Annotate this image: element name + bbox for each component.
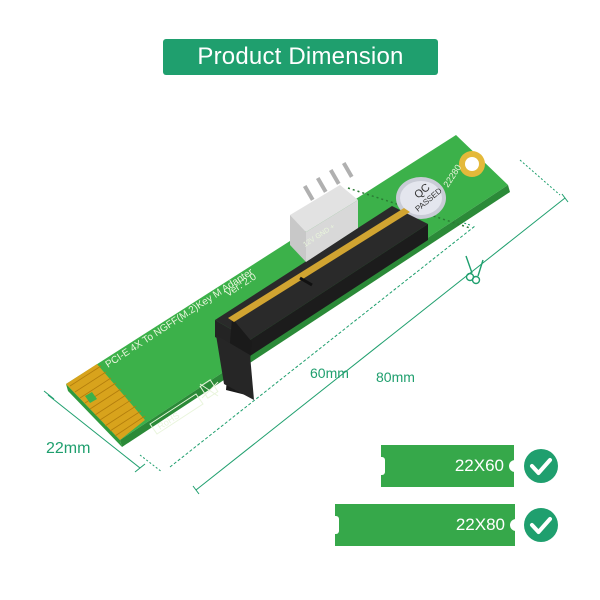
size-label: 22X60 [454,456,504,475]
size-card-22x80: 22X80 [333,504,518,546]
width-dimension-label: 22mm [46,440,91,457]
dim-line-80mm [195,197,566,491]
size-option-22x60: 22X60 [379,445,561,487]
scissors-icon [465,255,484,285]
size-card-22x60: 22X60 [379,445,517,487]
page-title: Product Dimension [163,39,438,75]
length-60-dimension-label: 60mm [310,365,349,381]
power-connector [290,162,358,262]
weee-bin-icon [199,379,219,399]
qc-sticker: QC PASSED [396,177,446,219]
size-option-22x80: 22X80 [333,504,561,546]
check-icon [524,449,558,483]
pcie-slot [215,206,428,400]
check-icon [524,508,558,542]
size-label: 22X80 [455,515,505,534]
length-80-dimension-label: 80mm [376,369,415,385]
dim-line-22mm [47,394,141,469]
